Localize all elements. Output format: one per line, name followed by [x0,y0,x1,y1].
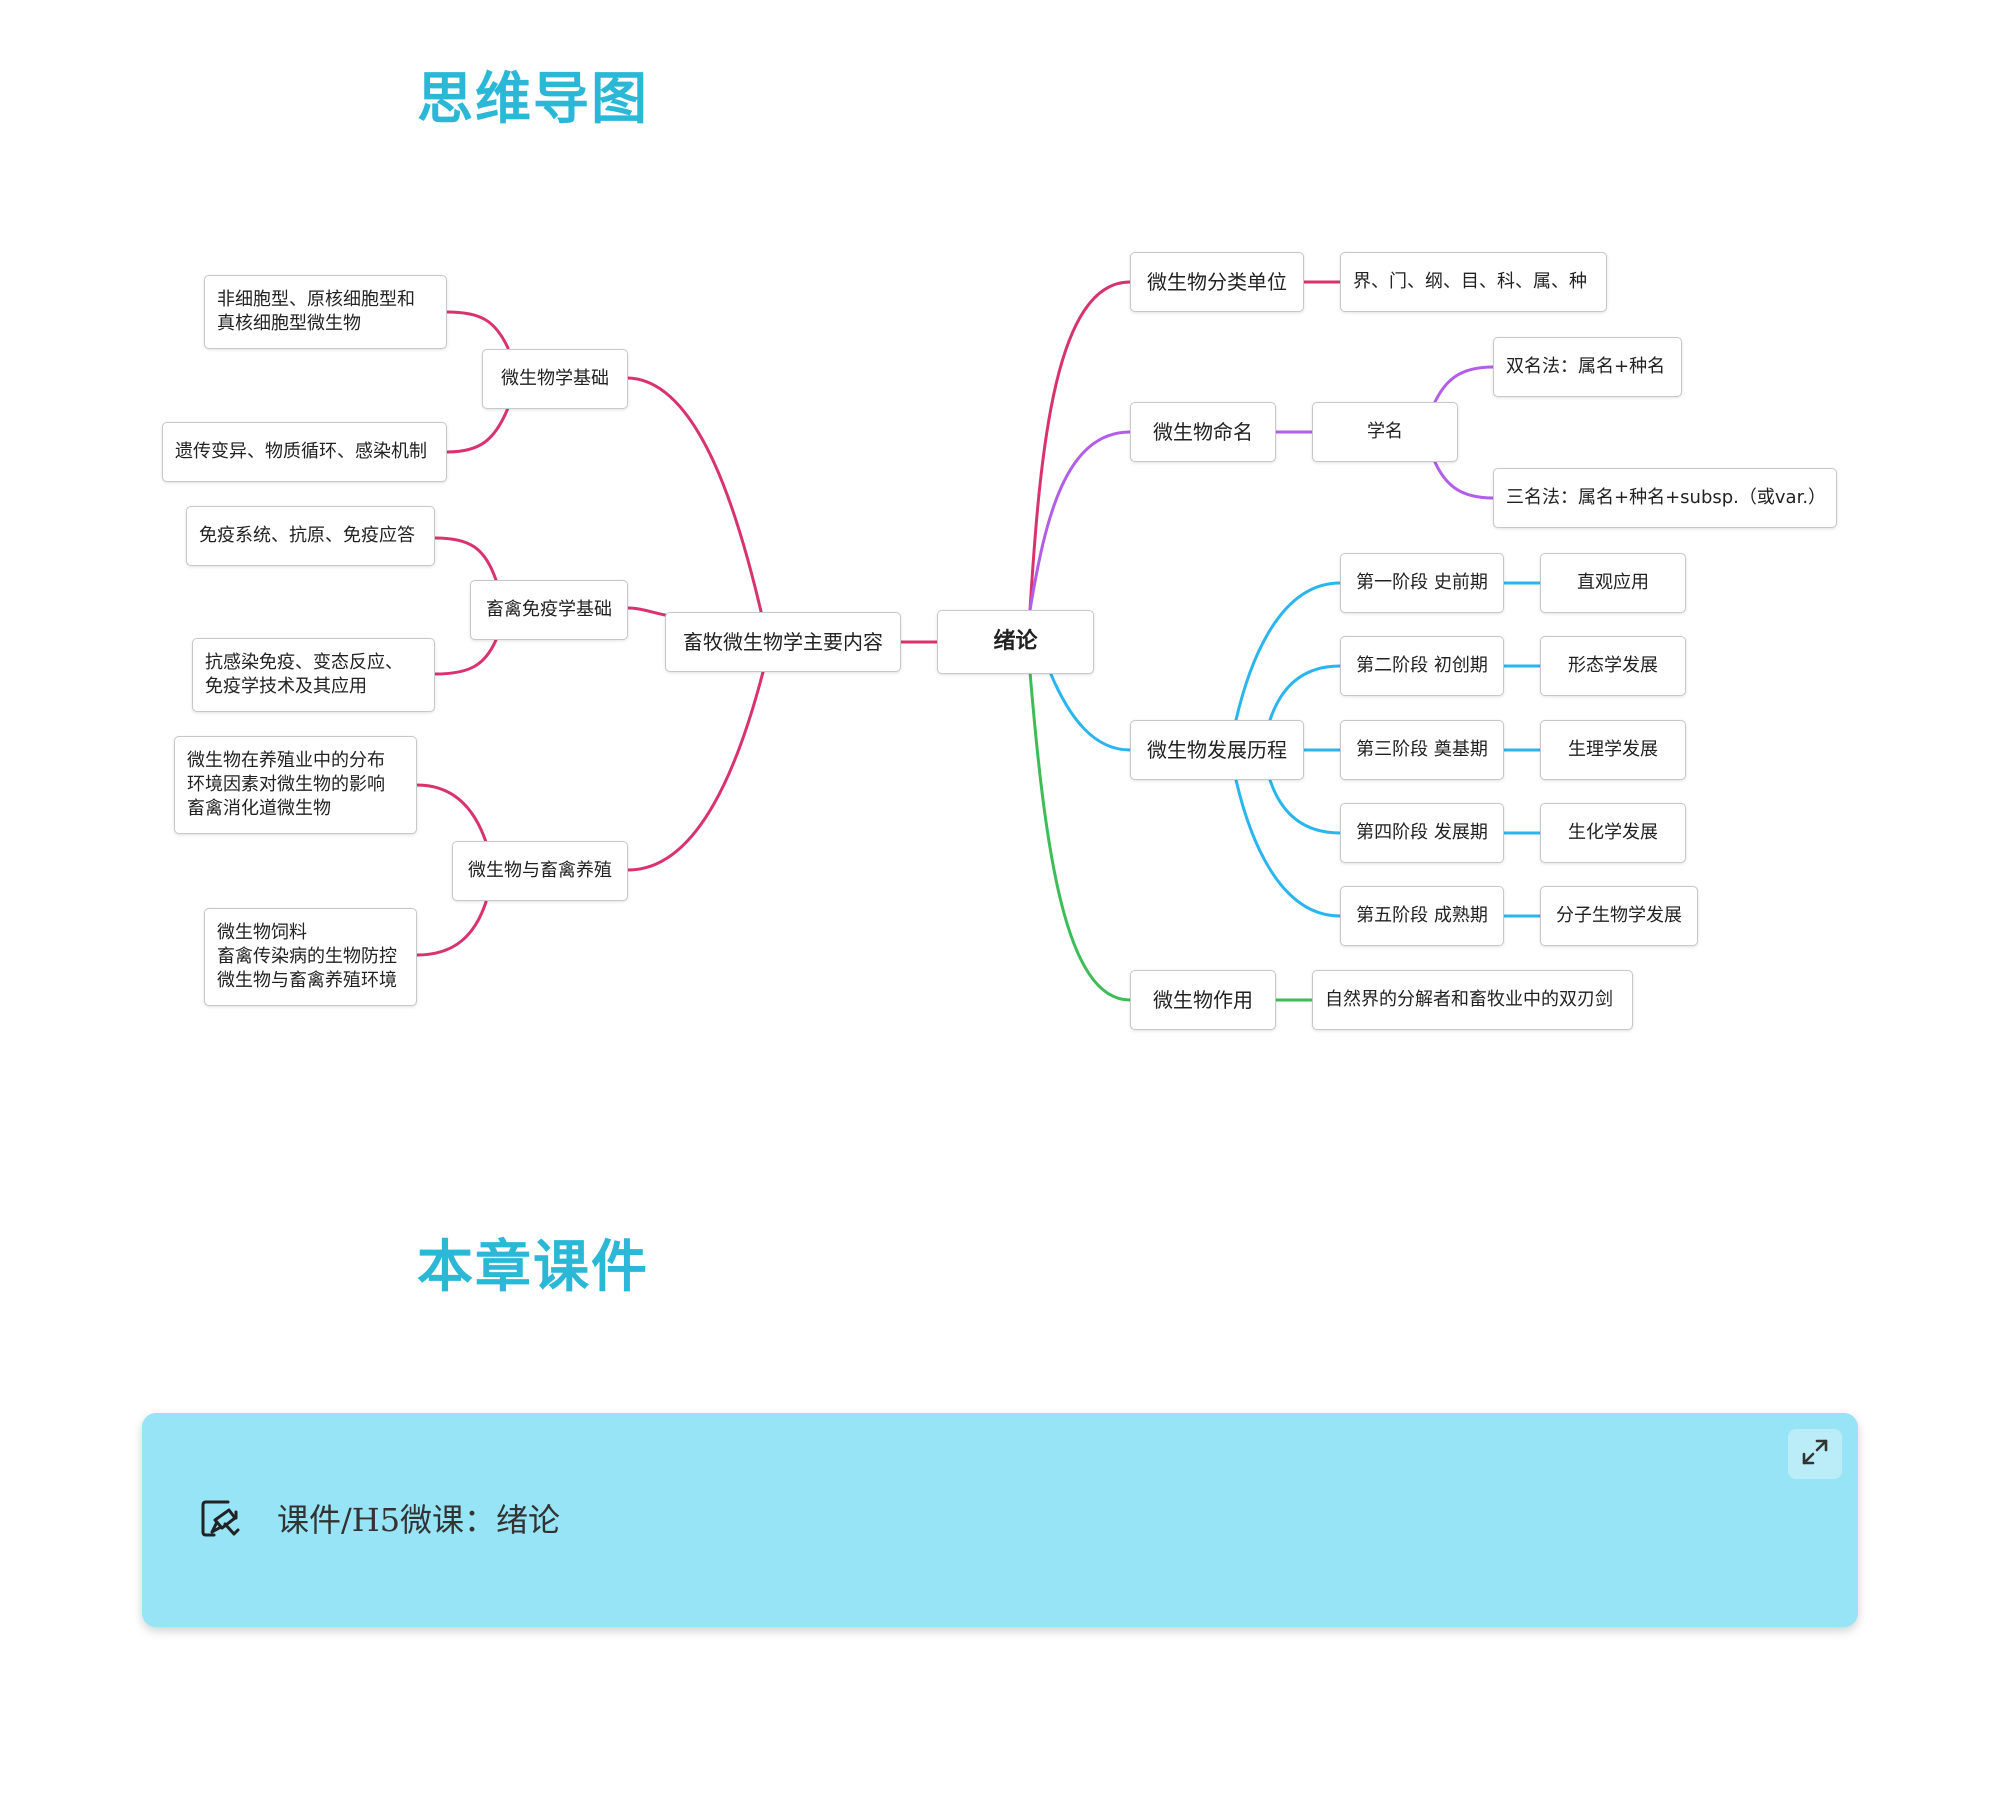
expand-button[interactable] [1788,1429,1842,1479]
stage-1-result: 直观应用 [1540,553,1686,613]
connector-hub-basics [626,376,765,622]
connector-root-naming [1028,430,1132,612]
connector-root-function [1028,670,1132,1002]
leaf-genetics-cycles: 遗传变异、物质循环、感染机制 [162,422,447,482]
branch-naming: 微生物命名 [1130,402,1276,462]
connector-sub-trinomial [1432,458,1495,500]
expand-icon [1800,1437,1830,1471]
connector-immunity-child1 [433,536,498,582]
connector-immunity-child2 [433,638,498,676]
connector-farming-child1 [415,783,488,844]
stage-5: 第五阶段 成熟期 [1340,886,1504,946]
stage-5-result: 分子生物学发展 [1540,886,1698,946]
connector-history-stage4 [1268,778,1342,835]
leaf-trinomial: 三名法：属名+种名+subsp.（或var.） [1493,468,1837,528]
connector-basics-child1 [445,310,510,350]
leaf-binomial: 双名法：属名+种名 [1493,337,1682,397]
pen-edit-icon [198,1496,242,1540]
stage-4-result: 生化学发展 [1540,803,1686,863]
node-scientific-name: 学名 [1312,402,1458,462]
branch-development-history: 微生物发展历程 [1130,720,1304,780]
leaf-immune-system: 免疫系统、抗原、免疫应答 [186,506,435,566]
stage-1: 第一阶段 史前期 [1340,553,1504,613]
stage-3-result: 生理学发展 [1540,720,1686,780]
courseware-label[interactable]: 课件/H5微课：绪论 [277,1501,561,1539]
stage-2-result: 形态学发展 [1540,636,1686,696]
leaf-cell-types: 非细胞型、原核细胞型和 真核细胞型微生物 [204,275,447,349]
branch-microbiology-basics: 微生物学基础 [482,349,628,409]
stage-2: 第二阶段 初创期 [1340,636,1504,696]
connector-hub-immunity [626,606,667,617]
stage-3: 第三阶段 奠基期 [1340,720,1504,780]
root-node: 绪论 [937,610,1094,674]
connector-root-classification [1028,280,1132,612]
leaf-distribution: 微生物在养殖业中的分布 环境因素对微生物的影响 畜禽消化道微生物 [174,736,417,834]
courseware-card[interactable]: 课件/H5微课：绪论 [142,1413,1858,1627]
connector-farming-child2 [415,900,488,957]
connector-root-history [1048,670,1132,752]
connector-basics-child2 [445,406,510,454]
connector-hub-farming [626,670,765,872]
branch-microbes-farming: 微生物与畜禽养殖 [452,841,628,901]
left-hub-node: 畜牧微生物学主要内容 [665,612,901,672]
connector-history-stage1 [1234,581,1342,722]
connector-history-stage2 [1268,664,1342,722]
mindmap-section-title: 思维导图 [417,66,649,132]
branch-microbial-function: 微生物作用 [1130,970,1276,1030]
courseware-section-title: 本章课件 [417,1234,649,1300]
leaf-feed: 微生物饲料 畜禽传染病的生物防控 微生物与畜禽养殖环境 [204,908,417,1006]
leaf-taxonomic-ranks: 界、门、纲、目、科、属、种 [1340,252,1607,312]
mindmap-connectors [415,280,1542,1002]
connector-sub-binomial [1432,365,1495,406]
leaf-anti-infection: 抗感染免疫、变态反应、 免疫学技术及其应用 [192,638,435,712]
leaf-decomposer: 自然界的分解者和畜牧业中的双刃剑 [1312,970,1633,1030]
stage-4: 第四阶段 发展期 [1340,803,1504,863]
connector-history-stage5 [1234,778,1342,918]
branch-livestock-immunology: 畜禽免疫学基础 [470,580,628,640]
branch-classification-units: 微生物分类单位 [1130,252,1304,312]
